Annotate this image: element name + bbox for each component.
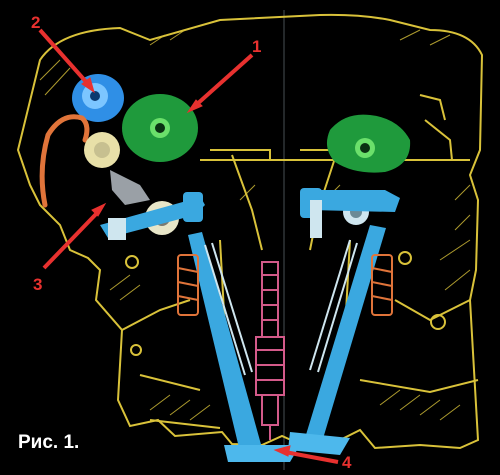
camshaft-right [326, 114, 411, 173]
callout-label-4: 4 [342, 453, 352, 472]
valve-spring-right [371, 254, 393, 316]
exhaust-valve [288, 225, 386, 455]
callout-label-2: 2 [31, 13, 41, 32]
callout-arrows [38, 28, 339, 464]
valve-spring-left [177, 254, 199, 316]
return-spring [39, 114, 90, 208]
arrow-1 [194, 53, 254, 107]
callout-label-1: 1 [252, 37, 262, 56]
phase-shifter-lobe [72, 74, 124, 122]
valve-guides [204, 239, 358, 376]
hydraulic-lifter-left [108, 218, 126, 240]
spark-plug [255, 261, 285, 440]
camshaft-left [122, 94, 198, 162]
arrow-2 [38, 28, 90, 86]
callout-label-3: 3 [33, 275, 43, 294]
bolt-holes [125, 251, 446, 356]
rocker-arm-left [100, 192, 205, 238]
section-hatching [39, 29, 471, 421]
arrow-4 [284, 450, 339, 464]
roller-upper [84, 132, 120, 168]
intermediate-lever [110, 170, 150, 205]
figure-caption: Рис. 1. [18, 432, 80, 453]
arrow-3 [42, 210, 100, 270]
hydraulic-lifter-right [310, 200, 322, 238]
